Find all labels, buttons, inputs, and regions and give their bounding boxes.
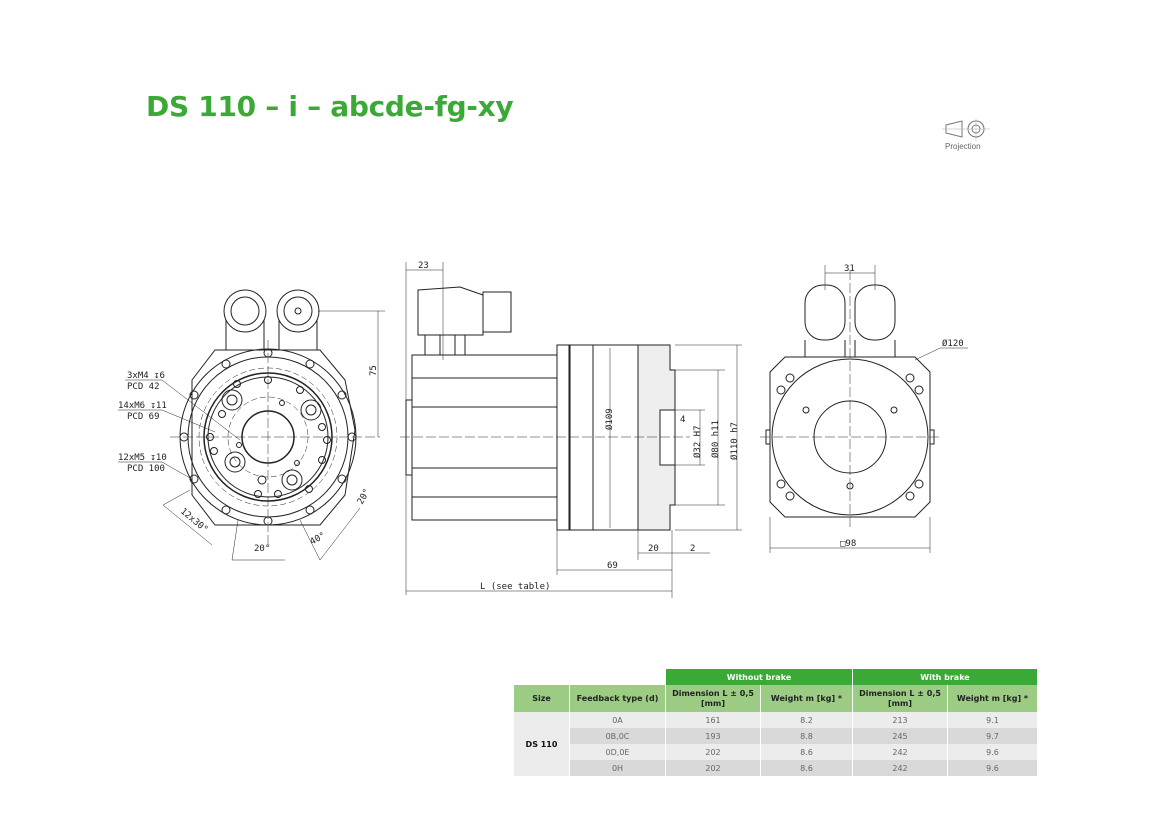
cell: 0D,0E [569, 744, 666, 760]
cell: 9.6 [947, 744, 1038, 760]
header-dim-l: Dimension L ± 0,5 [mm] [665, 685, 761, 712]
cell: 242 [852, 744, 948, 760]
technical-drawing: 75 3xM4 ↧6 PCD 42 14xM6 ↧11 PCD 69 12xM5… [118, 261, 968, 598]
dim-2: 2 [690, 544, 695, 554]
header-weight: Weight m [kg] * [760, 685, 853, 712]
side-view: 23 Ø109 Ø32 H7 Ø80 h11 Ø110 h7 4 20 2 69… [400, 261, 742, 598]
cell: 0A [569, 712, 666, 728]
dia-80: Ø80 h11 [710, 420, 721, 458]
callout-m4-pcd: PCD 42 [127, 382, 160, 392]
dia-32: Ø32 H7 [692, 425, 703, 458]
page-title: DS 110 – i – abcde-fg-xy [146, 90, 514, 123]
table-row: DS 110 0A 161 8.2 213 9.1 [514, 712, 1038, 776]
cell: 193 [665, 728, 761, 744]
cell: 161 [665, 712, 761, 728]
callout-m5-pcd: PCD 100 [127, 464, 165, 474]
cell: 9.7 [947, 728, 1038, 744]
cell: 202 [665, 744, 761, 760]
dia-120: Ø120 [942, 338, 964, 349]
angle-20-right: 20° [356, 487, 373, 506]
callout-m6-pcd: PCD 69 [127, 412, 160, 422]
dia-109: Ø109 [604, 408, 615, 430]
dia-110: Ø110 h7 [729, 422, 740, 460]
cell: 0H [569, 760, 666, 776]
dim-75: 75 [369, 365, 379, 376]
callout-m6: 14xM6 ↧11 [118, 401, 167, 411]
cell: 8.6 [760, 760, 853, 776]
callout-m4: 3xM4 ↧6 [127, 371, 165, 381]
header-feedback: Feedback type (d) [569, 685, 666, 712]
angle-20-bottom: 20° [254, 544, 270, 554]
cell: 202 [665, 760, 761, 776]
projection-symbol: Projection [940, 119, 994, 155]
header-size: Size [514, 685, 570, 712]
size-cell: DS 110 [514, 712, 570, 776]
cell: 8.6 [760, 744, 853, 760]
rear-view: 31 Ø120 □98 [760, 264, 968, 553]
cell: 8.8 [760, 728, 853, 744]
table-row: 0D,0E 202 8.6 242 9.6 [514, 744, 1038, 760]
spec-table: Without brake With brake Size Feedback t… [514, 669, 1038, 776]
cell: 0B,0C [569, 728, 666, 744]
front-view: 75 3xM4 ↧6 PCD 42 14xM6 ↧11 PCD 69 12xM5… [118, 289, 385, 561]
cell: 8.2 [760, 712, 853, 728]
group-with-brake: With brake [852, 669, 1038, 685]
group-without-brake: Without brake [665, 669, 853, 685]
dim-4: 4 [680, 415, 685, 425]
dim-69: 69 [607, 561, 618, 571]
dim-L: L (see table) [480, 582, 550, 592]
table-row: 0H 202 8.6 242 9.6 [514, 760, 1038, 776]
projection-icon [942, 119, 990, 141]
square-98: □98 [840, 539, 856, 549]
cell: 9.6 [947, 760, 1038, 776]
header-dim-l-brake: Dimension L ± 0,5 [mm] [852, 685, 948, 712]
callout-m5: 12xM5 ↧10 [118, 453, 167, 463]
cell: 213 [852, 712, 948, 728]
dim-23: 23 [418, 261, 429, 271]
table-row: 0B,0C 193 8.8 245 9.7 [514, 728, 1038, 744]
cell: 242 [852, 760, 948, 776]
dim-31: 31 [844, 264, 855, 274]
angle-40: 40° [309, 531, 328, 548]
projection-label: Projection [945, 142, 981, 151]
cell: 9.1 [947, 712, 1038, 728]
header-weight-brake: Weight m [kg] * [947, 685, 1038, 712]
cell: 245 [852, 728, 948, 744]
dim-20: 20 [648, 544, 659, 554]
